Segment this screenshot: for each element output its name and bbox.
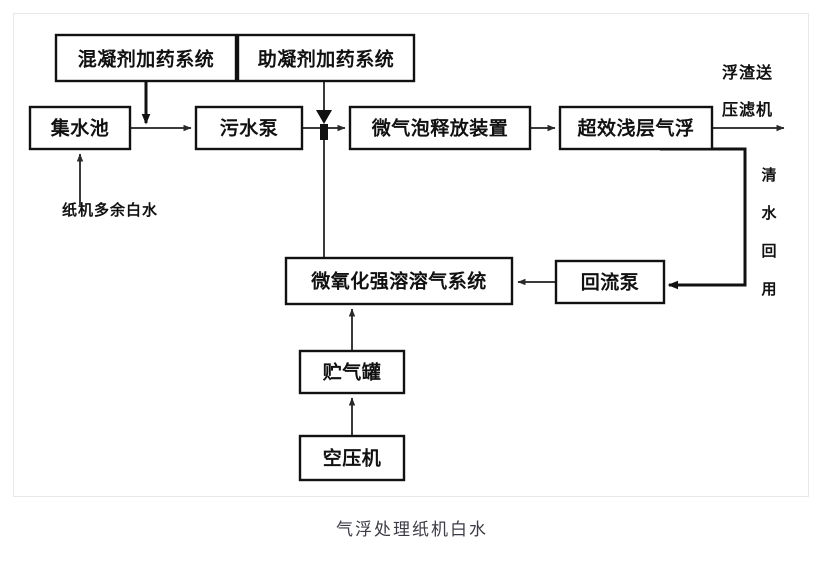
node-reflux-pump-box — [554, 259, 666, 305]
node-gas-tank-box — [298, 349, 406, 395]
node-microbubble-device-label: 微气泡释放装置 — [371, 117, 509, 140]
annotation-clear-water-char-3: 回 — [761, 242, 776, 260]
annotation-scum-to-press-line2: 压滤机 — [722, 100, 773, 119]
node-dissolved-air-system-box — [284, 256, 514, 306]
node-sewage-pump[interactable]: 污水泵 — [194, 105, 304, 151]
node-gas-tank-label: 贮气罐 — [322, 361, 382, 384]
node-sewage-pump-label: 污水泵 — [220, 118, 279, 140]
edge-flotation-to-reflux-pump — [660, 147, 747, 290]
node-air-compressor-box — [298, 434, 406, 482]
node-air-compressor[interactable]: 空压机 — [298, 434, 406, 482]
node-shallow-flotation-box — [558, 105, 714, 151]
node-flocculant-dosing-label: 助凝剂加药系统 — [258, 48, 395, 71]
node-microbubble-device-box — [348, 105, 532, 151]
node-reflux-pump-label: 回流泵 — [581, 271, 640, 294]
node-air-compressor-label: 空压机 — [323, 447, 382, 470]
node-flocculant-dosing[interactable]: 助凝剂加药系统 — [236, 33, 416, 83]
annotation-clear-water-char-2: 水 — [761, 204, 777, 222]
figure-caption: 气浮处理纸机白水 — [336, 520, 488, 540]
diagram-frame — [13, 13, 809, 497]
node-coagulant-dosing-box — [54, 33, 238, 83]
mixer-valve-icon — [316, 110, 332, 140]
node-reflux-pump[interactable]: 回流泵 — [554, 259, 666, 305]
node-dissolved-air-system-label: 微氧化强溶溶气系统 — [310, 270, 487, 293]
node-coagulant-dosing-label: 混凝剂加药系统 — [78, 48, 215, 71]
node-shallow-flotation-label: 超效浅层气浮 — [576, 117, 694, 140]
node-dissolved-air-system[interactable]: 微氧化强溶溶气系统 — [284, 256, 514, 306]
annotation-scum-to-press-line1: 浮渣送 — [722, 63, 773, 82]
node-sewage-pump-box — [194, 105, 304, 151]
node-collection-tank-label: 集水池 — [50, 117, 110, 140]
node-microbubble-device[interactable]: 微气泡释放装置 — [348, 105, 532, 151]
annotation-white-water-inlet: 纸机多余白水 — [62, 201, 158, 219]
node-shallow-flotation[interactable]: 超效浅层气浮 — [558, 105, 714, 151]
node-flocculant-dosing-box — [236, 33, 416, 83]
annotation-clear-water-char-4: 用 — [761, 280, 776, 298]
node-gas-tank[interactable]: 贮气罐 — [298, 349, 406, 395]
node-coagulant-dosing[interactable]: 混凝剂加药系统 — [54, 33, 238, 83]
node-collection-tank-box — [28, 105, 132, 151]
annotation-clear-water-char-1: 清 — [761, 166, 776, 184]
node-collection-tank[interactable]: 集水池 — [28, 105, 132, 151]
annotation-clear-water-reuse: 清 水 回 用 — [761, 166, 777, 298]
